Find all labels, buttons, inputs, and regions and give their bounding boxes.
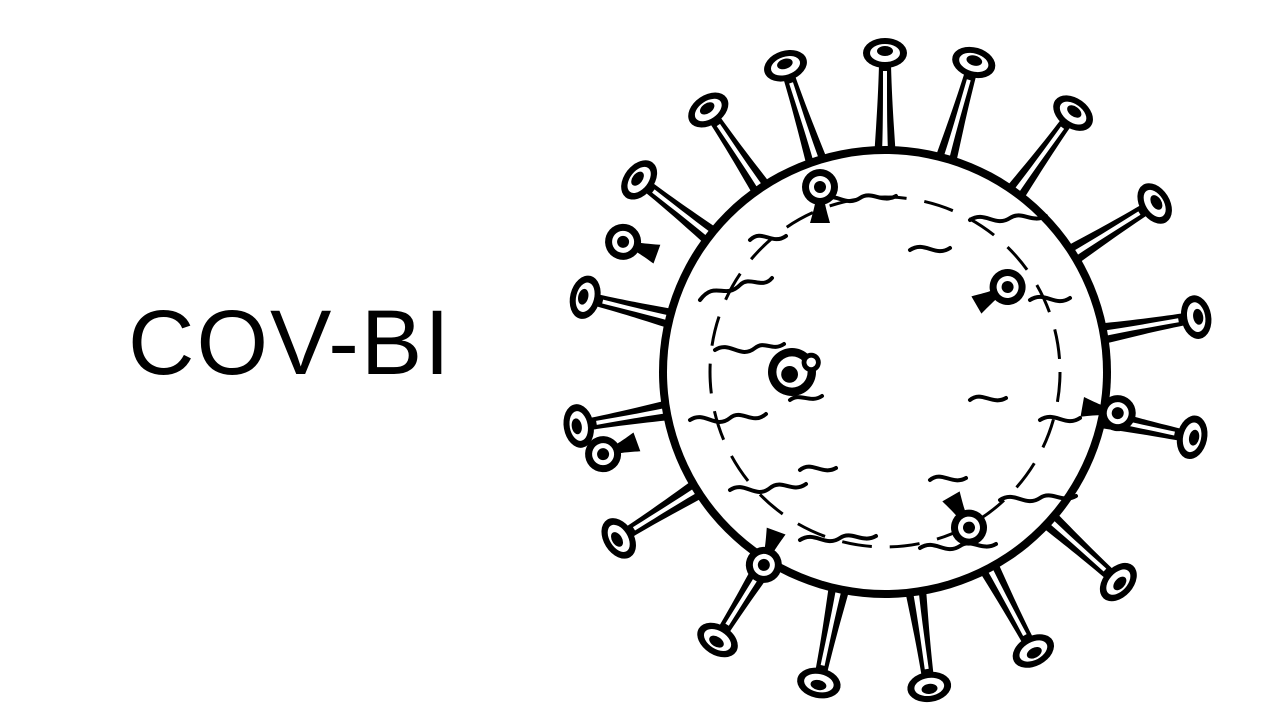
virus-illustration [500, 0, 1266, 718]
receptor-group [580, 169, 1139, 588]
slide-title: COV-BI [128, 292, 452, 394]
virus-icon [560, 38, 1215, 705]
